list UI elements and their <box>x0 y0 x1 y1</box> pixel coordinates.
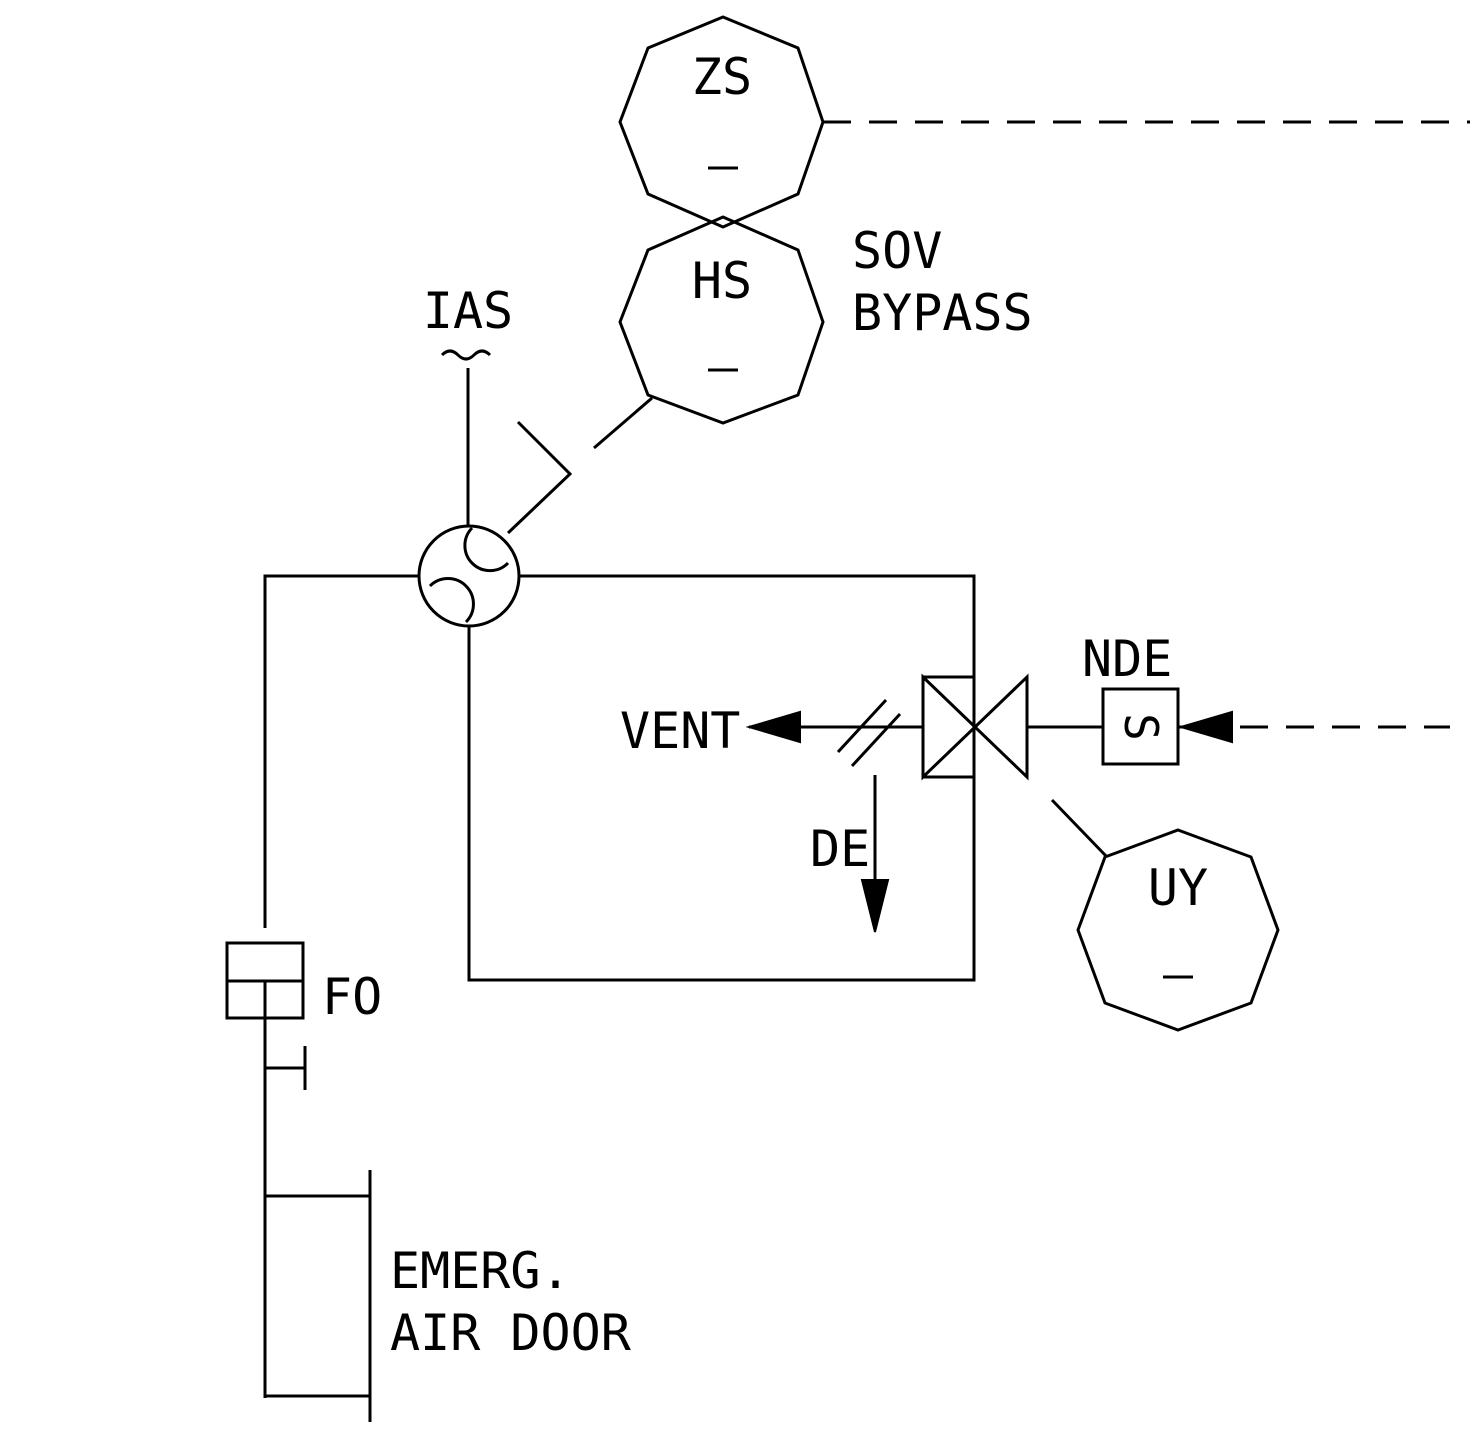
hs-valve-link <box>506 396 653 535</box>
emergency-air-door[interactable] <box>265 1170 372 1422</box>
three-way-valve-body <box>417 524 521 628</box>
de-arrow-icon <box>860 879 890 933</box>
hs-tag: HS <box>692 252 752 310</box>
vent-line-break-1 <box>836 698 888 754</box>
zs-bubble <box>618 15 825 229</box>
ias-supply-symbol <box>440 349 492 361</box>
sov-label-line1: SOV <box>852 222 942 280</box>
three-way-valve[interactable] <box>417 524 521 628</box>
fo-label: FO <box>322 968 382 1026</box>
zs-tag: ZS <box>692 48 752 106</box>
bypass-valve[interactable] <box>921 673 1029 781</box>
bypass-valve-bowtie <box>921 673 1029 781</box>
solenoid-signal-arrow-icon <box>1177 710 1233 744</box>
bypass-valve-body <box>921 675 976 779</box>
uy-instrument[interactable]: UY <box>1076 828 1280 1032</box>
ias-label: IAS <box>423 282 513 340</box>
uy-leader-line <box>1050 798 1109 859</box>
sov-label-line2: BYPASS <box>852 284 1033 342</box>
nde-label: NDE <box>1082 630 1172 688</box>
zs-instrument[interactable]: ZS <box>618 15 825 229</box>
solenoid-label: S <box>1114 713 1168 741</box>
air-door-label-line1: EMERG. <box>390 1242 571 1300</box>
vent-line-break-2 <box>850 712 902 768</box>
air-door-label-line2: AIR DOOR <box>390 1304 632 1362</box>
vent-arrow-icon <box>745 710 801 744</box>
de-label: DE <box>810 820 870 878</box>
three-way-valve-port-upper <box>463 526 510 573</box>
solenoid[interactable]: S <box>1101 687 1180 766</box>
fo-actuator[interactable] <box>225 941 305 1020</box>
air-piping <box>263 574 976 982</box>
vent-label: VENT <box>620 702 740 760</box>
hs-instrument[interactable]: HS <box>618 215 825 425</box>
three-way-valve-port-lower <box>428 577 475 624</box>
uy-bubble <box>1076 828 1280 1032</box>
hs-bubble <box>618 215 825 425</box>
uy-tag: UY <box>1148 859 1208 917</box>
